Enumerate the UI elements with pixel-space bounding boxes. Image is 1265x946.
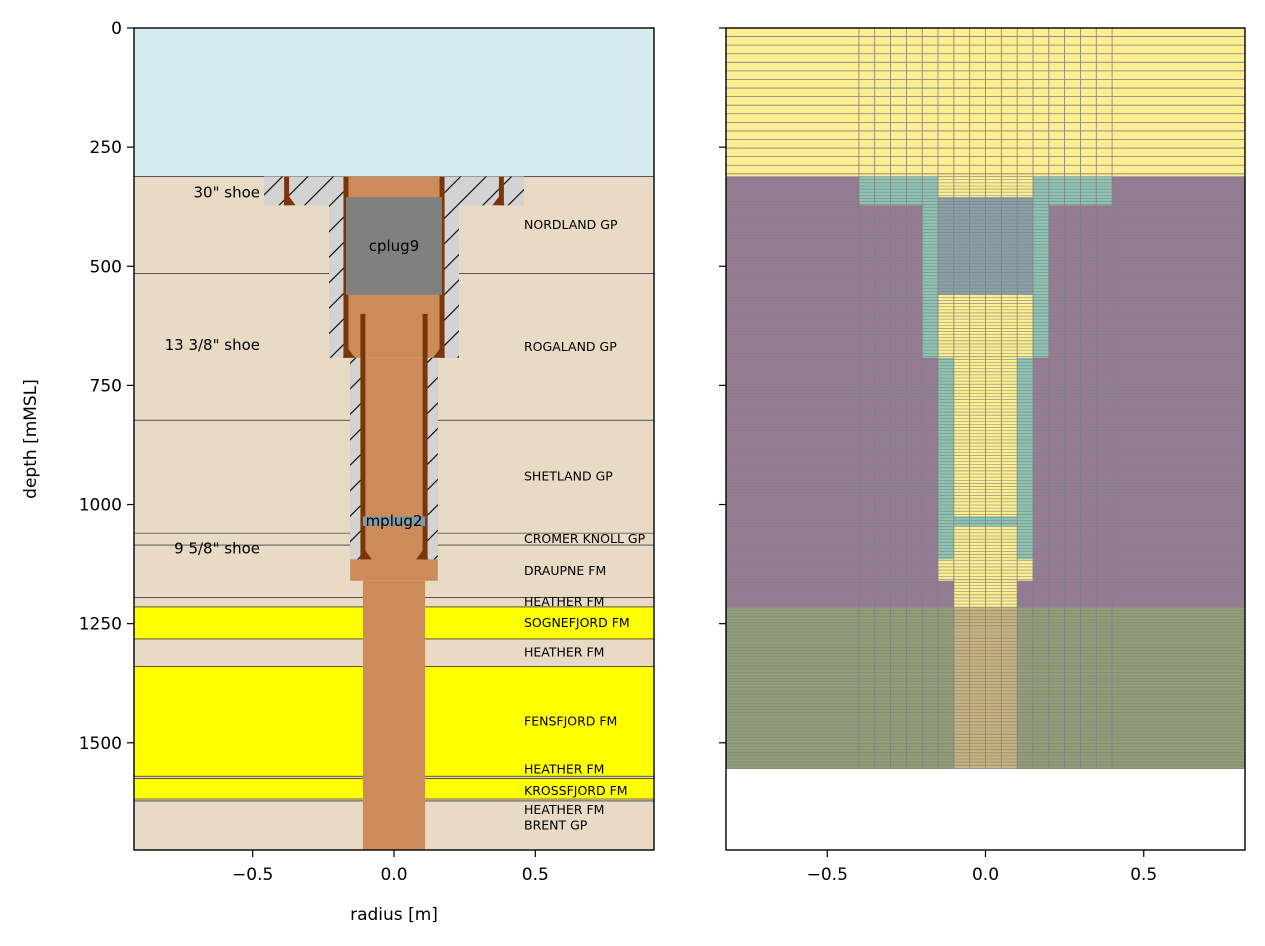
- annulus-hatch: [350, 357, 363, 560]
- schematic-plot-area: [134, 28, 654, 850]
- formation-label: HEATHER FM: [524, 594, 604, 609]
- annulus-hatch: [425, 357, 438, 560]
- y-tick-label: 1250: [79, 615, 122, 635]
- plug-label: cplug9: [369, 237, 420, 255]
- right-x-axis-ticks: −0.5 0.0 0.5: [807, 850, 1157, 885]
- x-tick-label: −0.5: [807, 865, 848, 885]
- y-tick-label: 250: [90, 138, 122, 158]
- y-tick-label: 500: [90, 257, 122, 277]
- plug: [362, 516, 426, 526]
- sea-layer: [134, 28, 654, 177]
- x-axis-ticks: −0.5 0.0 0.5: [232, 850, 549, 885]
- mesh-empty-area: [726, 768, 1245, 850]
- y-axis-ticks: 0 250 500 750 1000 1250 1500: [79, 19, 134, 754]
- shoe-label: 13 3/8" shoe: [165, 336, 260, 354]
- plug: [345, 197, 443, 295]
- x-tick-label: 0.5: [1130, 865, 1157, 885]
- x-tick-label: 0.0: [380, 865, 407, 885]
- casing-pipe: [284, 176, 290, 206]
- annulus-hatch: [442, 205, 459, 358]
- y-axis-label: depth [mMSL]: [21, 379, 41, 499]
- schematic-labels: NORDLAND GP ROGALAND GP SHETLAND GP CROMER …: [165, 183, 646, 832]
- formation-label: DRAUPNE FM: [524, 563, 606, 578]
- casing-pipe: [439, 176, 445, 358]
- plug-label: mplug2: [366, 512, 423, 530]
- y-tick-label: 1000: [79, 496, 122, 516]
- formation-label: SOGNEFJORD FM: [524, 615, 630, 630]
- formation-label: NORDLAND GP: [524, 217, 618, 232]
- y-tick-label: 750: [90, 376, 122, 396]
- formation-label: ROGALAND GP: [524, 339, 617, 354]
- casing-shoe: [283, 193, 296, 206]
- formation-label: FENSFJORD FM: [524, 713, 617, 728]
- formation-label: KROSSFJORD FM: [524, 783, 628, 798]
- formation-label: SHETLAND GP: [524, 469, 613, 484]
- shoe-label: 30" shoe: [194, 183, 260, 201]
- casing-shoe: [433, 345, 446, 358]
- casing-shoe: [416, 547, 429, 560]
- casing-pipe: [422, 313, 428, 560]
- formation-label: HEATHER FM: [524, 645, 604, 660]
- annulus-hatch: [329, 205, 346, 358]
- formation-label: CROMER KNOLL GP: [524, 531, 646, 546]
- casing-shoe: [492, 193, 505, 206]
- casing-shoe: [342, 345, 355, 358]
- annulus-hatch: [264, 176, 346, 206]
- y-tick-label: 1500: [79, 734, 122, 754]
- mesh-panel: −0.5 0.0 0.5: [719, 27, 1246, 885]
- formation-label: HEATHER FM: [524, 802, 604, 817]
- casing-shoe: [359, 547, 372, 560]
- casing-pipe: [498, 176, 504, 206]
- x-tick-label: 0.5: [522, 865, 549, 885]
- well-schematic-panel: NORDLAND GP ROGALAND GP SHETLAND GP CROMER …: [21, 19, 655, 925]
- formation-label: BRENT GP: [524, 817, 588, 832]
- x-tick-label: −0.5: [232, 865, 273, 885]
- x-axis-label: radius [m]: [350, 905, 438, 925]
- right-y-axis-ticks: [719, 27, 726, 744]
- formation-label: HEATHER FM: [524, 761, 604, 776]
- x-tick-label: 0.0: [972, 865, 999, 885]
- shoe-label: 9 5/8" shoe: [174, 539, 260, 557]
- casing-pipe: [360, 313, 366, 560]
- annulus-hatch: [442, 176, 524, 206]
- cement-fill: [362, 580, 426, 850]
- y-tick-label: 0: [111, 19, 122, 39]
- mesh-plot-area: [726, 28, 1245, 850]
